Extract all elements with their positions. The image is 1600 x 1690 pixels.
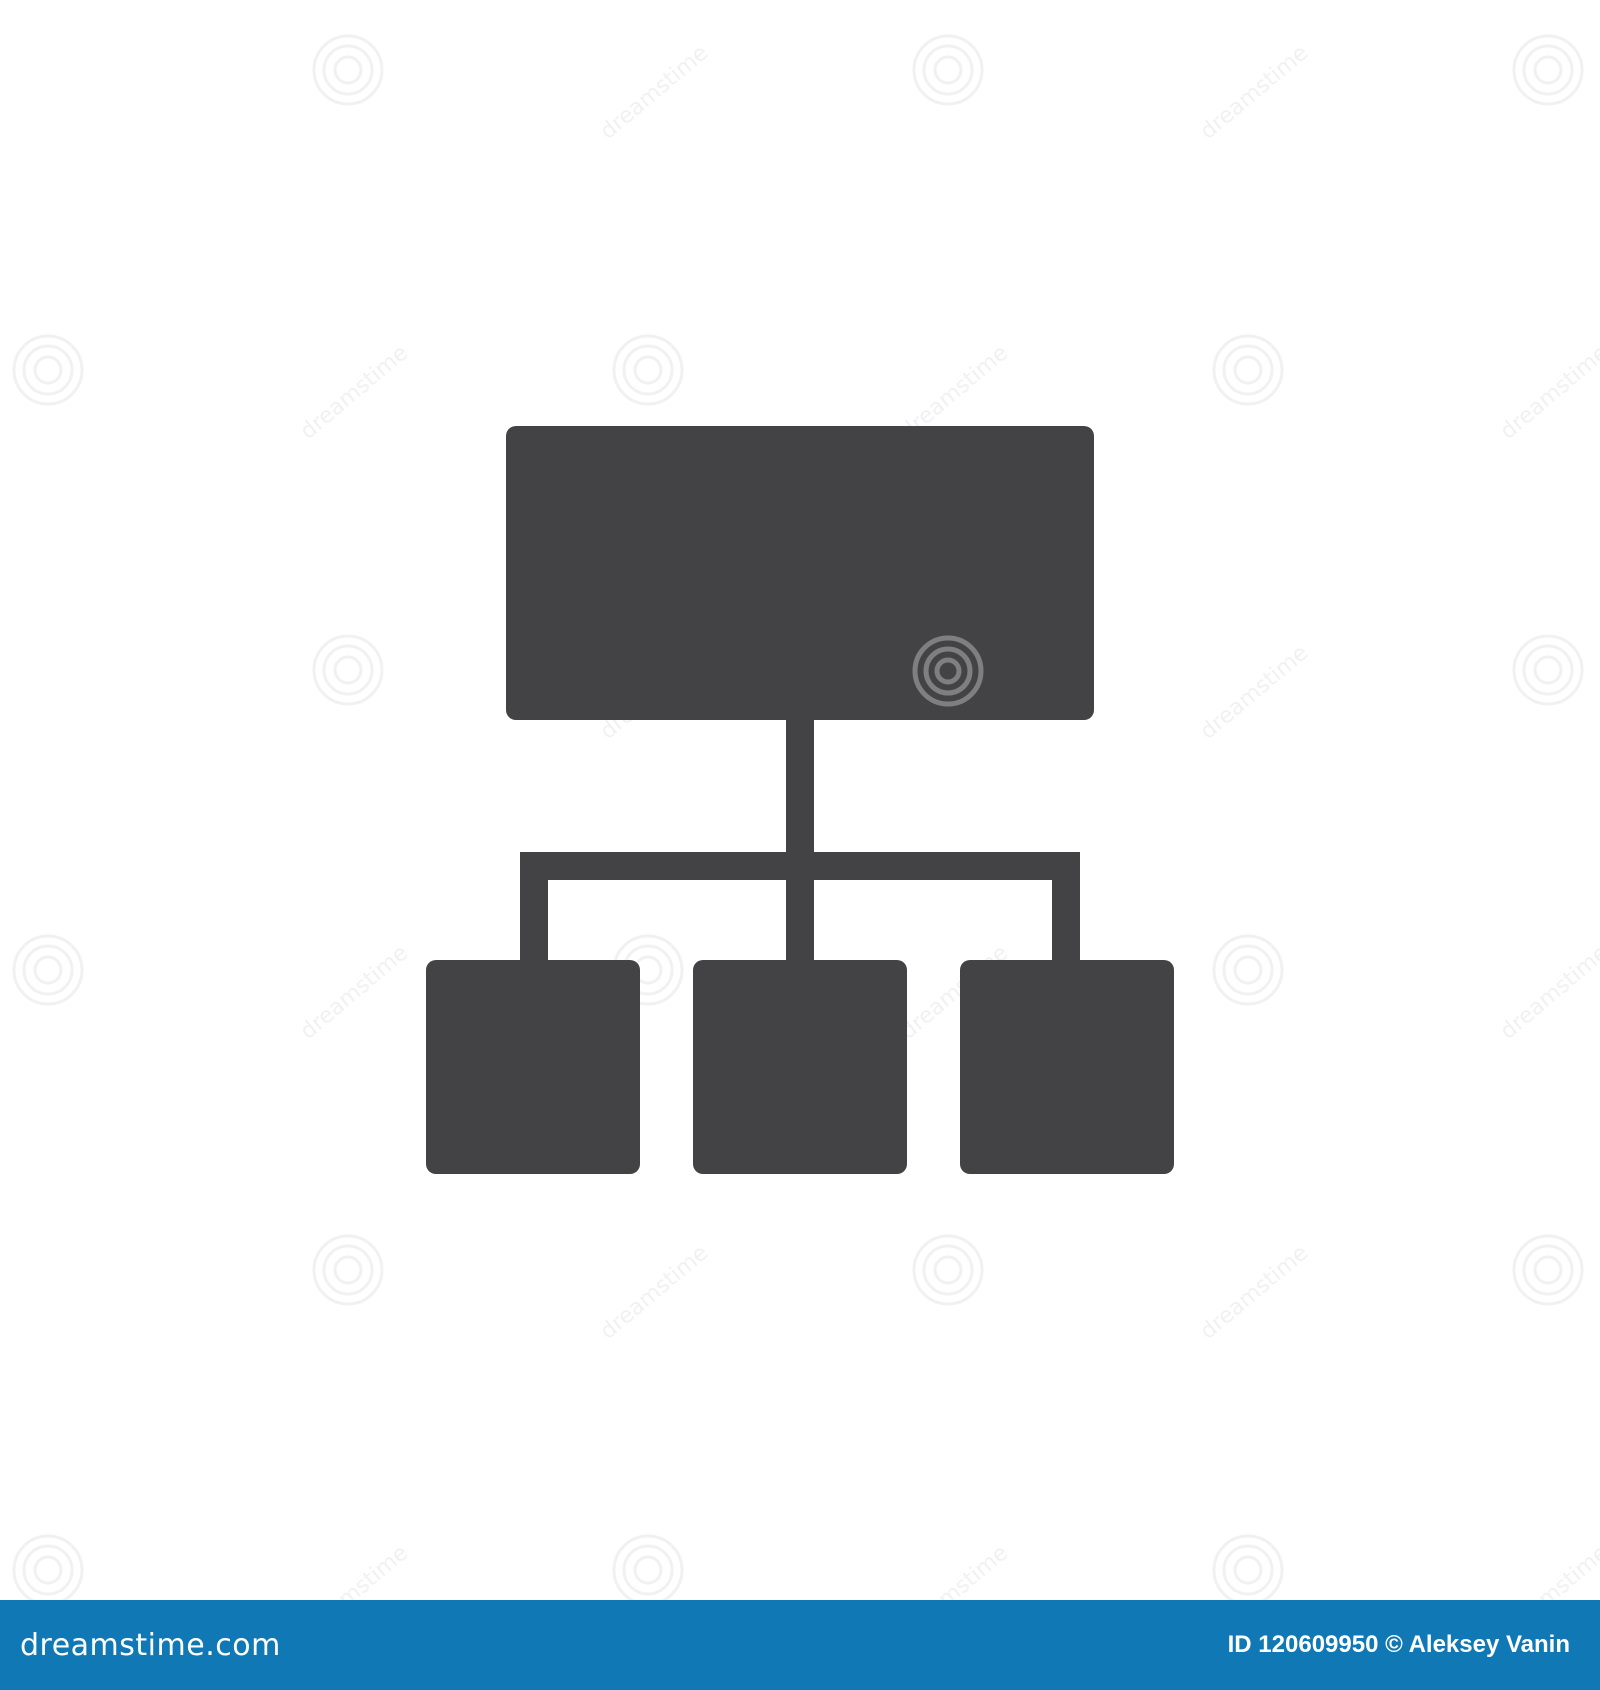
right-drop-connector bbox=[1052, 852, 1080, 962]
spiral-logo-icon bbox=[912, 635, 984, 707]
vertical-connector bbox=[786, 716, 814, 962]
child-node-center bbox=[693, 960, 907, 1174]
image-credit: ID 120609950 © Aleksey Vanin bbox=[1227, 1631, 1570, 1658]
horizontal-connector bbox=[520, 852, 1080, 880]
footer-logo: dreamstime.com bbox=[20, 1627, 281, 1663]
left-drop-connector bbox=[520, 852, 548, 962]
hierarchy-structure-icon bbox=[426, 426, 1174, 1174]
parent-node-box bbox=[506, 426, 1094, 720]
footer-bar: dreamstime.com ID 120609950 © Aleksey Va… bbox=[0, 1600, 1600, 1690]
child-node-right bbox=[960, 960, 1174, 1174]
child-node-left bbox=[426, 960, 640, 1174]
